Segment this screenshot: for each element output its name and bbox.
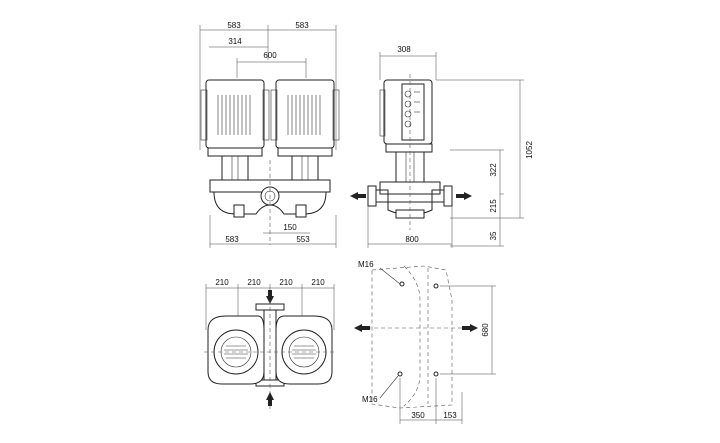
- bolt-top-right: [433, 283, 439, 289]
- dim-foundation-w2: 153: [443, 411, 457, 420]
- foundation-arrow-left: [354, 324, 370, 332]
- terminal-box: [401, 83, 425, 141]
- foundation-arrow-right: [462, 324, 478, 332]
- bolt-bottom-left: [397, 371, 403, 377]
- side-view: 308 1052 322 2: [350, 45, 534, 248]
- dim-plan-3: 210: [279, 278, 293, 287]
- motor-right: [275, 79, 335, 149]
- flow-out-arrow: [350, 192, 366, 200]
- dim-front-bottom-small: 150: [283, 223, 297, 232]
- motor-left-fins: [217, 95, 251, 135]
- coupling-left: [207, 147, 263, 157]
- dim-foundation-height: 680: [481, 323, 490, 337]
- bolt-top-left: [399, 281, 405, 287]
- plan-inlet-arrow: [266, 290, 274, 304]
- motor-left: [205, 79, 265, 149]
- dim-front-top-left: 583: [227, 21, 241, 30]
- side-flange-right: [443, 185, 453, 207]
- plan-outlet-arrow: [266, 392, 274, 406]
- dim-side-top: 308: [397, 45, 411, 54]
- dim-front-center: 600: [263, 51, 277, 60]
- front-view: 583 583 314 600: [199, 21, 340, 248]
- coupling-right: [277, 147, 333, 157]
- dim-plan-2: 210: [247, 278, 261, 287]
- bolt-bottom-right: [433, 371, 439, 377]
- dim-side-height-total: 1052: [525, 141, 534, 159]
- dim-front-bottom-left: 583: [225, 235, 239, 244]
- foundation-view: M16 M16 680 350 153: [354, 260, 496, 424]
- bolt-label-bottom: M16: [362, 395, 378, 404]
- dim-front-bottom-right: 553: [296, 235, 310, 244]
- side-flange-left: [367, 185, 377, 207]
- dim-plan-4: 210: [311, 278, 325, 287]
- dim-side-width: 800: [405, 235, 419, 244]
- motor-right-fins: [287, 95, 321, 135]
- dim-front-top-right: 583: [295, 21, 309, 30]
- dim-side-215: 215: [489, 199, 498, 213]
- bolt-label-top: M16: [358, 260, 374, 269]
- dim-plan-1: 210: [215, 278, 229, 287]
- flow-in-arrow: [456, 192, 472, 200]
- dim-foundation-w1: 350: [411, 411, 425, 420]
- plan-view: 210 210 210 210: [204, 278, 336, 410]
- dim-side-35: 35: [489, 231, 498, 240]
- dim-front-inner-left: 314: [228, 37, 242, 46]
- dim-side-322: 322: [489, 163, 498, 177]
- plan-fan-pattern: [224, 345, 316, 359]
